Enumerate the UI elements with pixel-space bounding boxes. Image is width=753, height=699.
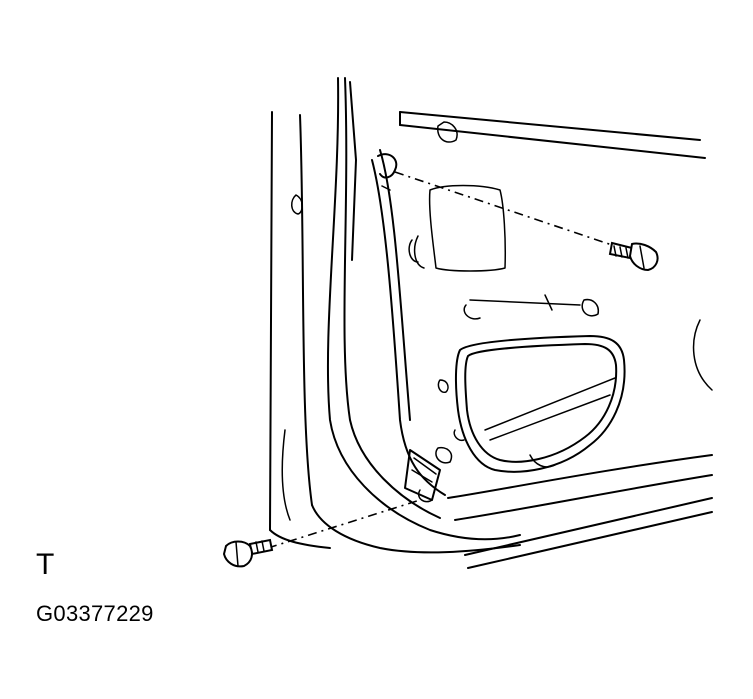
door-opening [454,335,626,473]
door-sill [447,319,713,569]
upper-bolt-icon [608,241,659,272]
view-letter-label: T [36,548,55,581]
bolt-centerlines [267,171,613,549]
upper-hinge [377,153,398,191]
figure-code-label: G03377229 [36,601,154,626]
lower-hinge [404,429,465,503]
door-frame [269,77,521,554]
lower-bolt-icon [222,538,274,568]
door-inner-panel [371,111,706,496]
